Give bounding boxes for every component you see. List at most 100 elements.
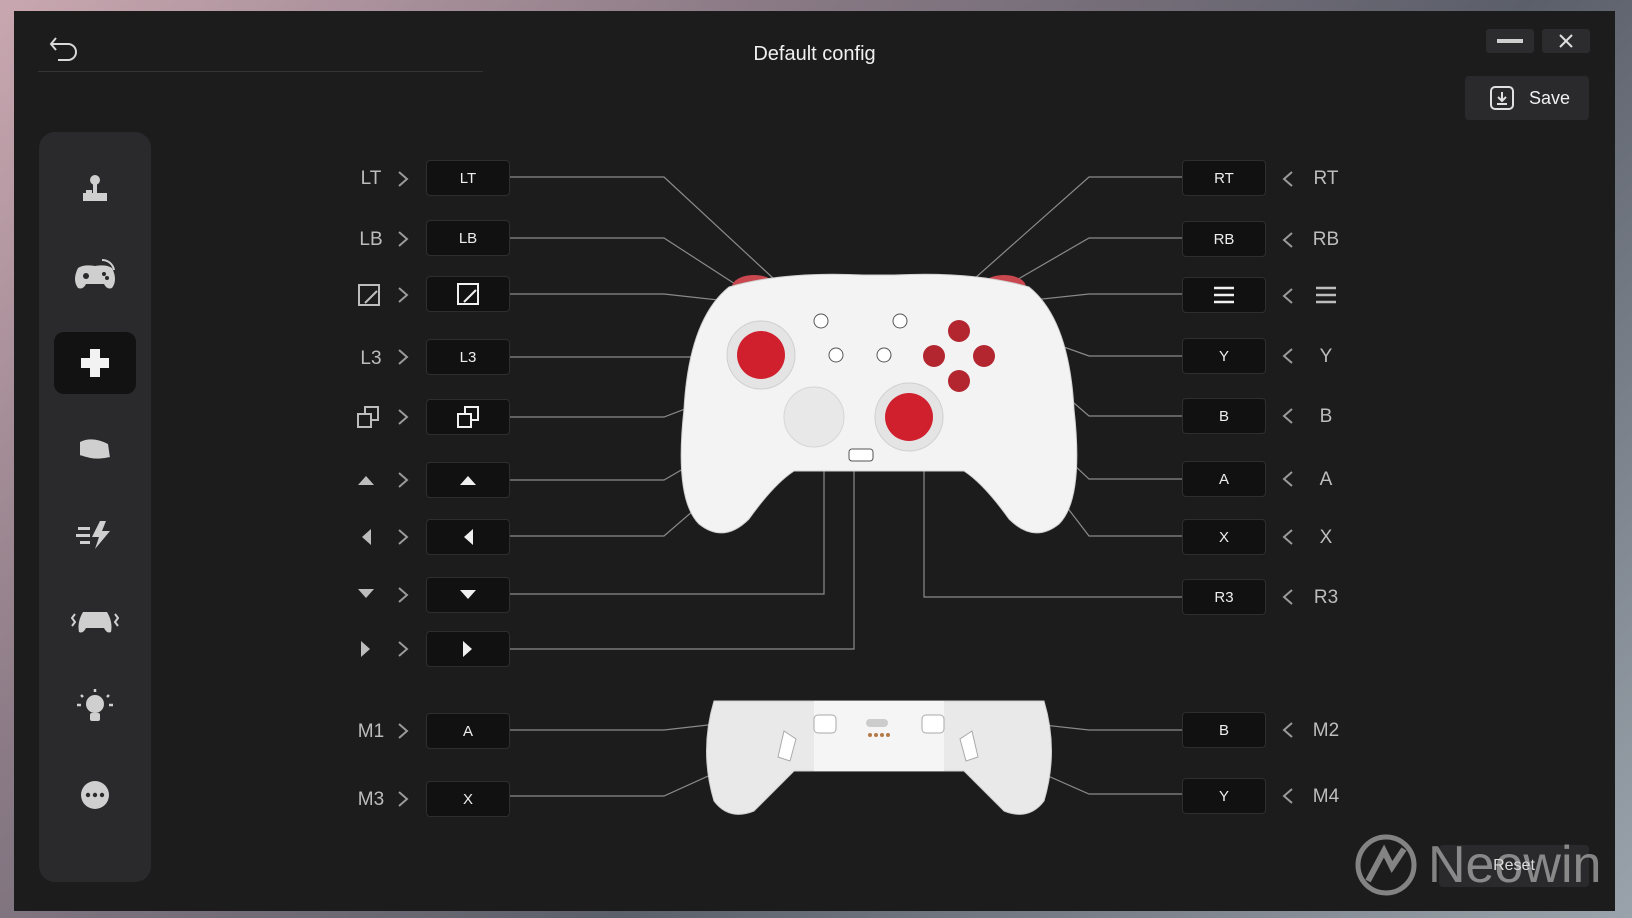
dpad-right-icon bbox=[463, 641, 472, 657]
gamepad-turbo-icon bbox=[75, 258, 115, 289]
chevron-right-icon bbox=[398, 231, 409, 247]
more-icon bbox=[81, 781, 109, 809]
rt-source-label: RT bbox=[1313, 168, 1339, 189]
view-mapping-button[interactable] bbox=[426, 276, 510, 312]
neowin-logo-icon bbox=[1355, 834, 1417, 896]
rb-mapping-button[interactable]: RB bbox=[1182, 221, 1266, 257]
menu-lines-icon bbox=[1316, 286, 1336, 304]
save-download-icon bbox=[1490, 86, 1514, 110]
chevron-left-icon bbox=[1282, 589, 1293, 605]
save-button[interactable]: Save bbox=[1465, 76, 1589, 120]
page-title: Default config bbox=[753, 43, 876, 65]
lt-mapping-button[interactable]: LT bbox=[426, 160, 510, 196]
dpad-icon bbox=[81, 349, 109, 377]
dpad-left-mapping-button[interactable] bbox=[426, 519, 510, 555]
chevron-right-icon bbox=[398, 791, 409, 807]
sidebar-item-vibration[interactable] bbox=[54, 590, 136, 652]
sidebar-item-trigger[interactable] bbox=[54, 418, 136, 480]
share-button-icon bbox=[357, 406, 379, 428]
m1-source-label: M1 bbox=[357, 721, 385, 742]
m3-mapping-button[interactable]: X bbox=[426, 781, 510, 817]
m3-source-label: M3 bbox=[357, 789, 385, 810]
view-button-icon bbox=[457, 283, 479, 305]
header-divider bbox=[38, 71, 483, 72]
close-button[interactable] bbox=[1542, 29, 1590, 53]
trigger-icon bbox=[79, 439, 111, 461]
share-mapping-button[interactable] bbox=[426, 399, 510, 435]
app-window: Default config Save bbox=[14, 11, 1615, 911]
minimize-icon bbox=[1497, 39, 1523, 43]
dpad-right-mapping-button[interactable] bbox=[426, 631, 510, 667]
chevron-right-icon bbox=[398, 409, 409, 425]
l3-mapping-button[interactable]: L3 bbox=[426, 339, 510, 375]
dpad-down-mapping-button[interactable] bbox=[426, 577, 510, 613]
vibration-icon bbox=[71, 612, 119, 633]
r3-mapping-button[interactable]: R3 bbox=[1182, 579, 1266, 615]
joystick-icon bbox=[83, 175, 107, 201]
sidebar-item-more[interactable] bbox=[54, 764, 136, 826]
controller-front-image bbox=[680, 273, 1078, 534]
rt-mapping-button[interactable]: RT bbox=[1182, 160, 1266, 196]
chevron-right-icon bbox=[398, 641, 409, 657]
dpad-down-icon bbox=[460, 590, 476, 599]
m2-mapping-button[interactable]: B bbox=[1182, 712, 1266, 748]
menu-lines-icon bbox=[1214, 286, 1234, 304]
view-button-icon bbox=[358, 284, 380, 306]
chevron-left-icon bbox=[1282, 788, 1293, 804]
close-icon bbox=[1559, 34, 1573, 48]
menu-mapping-button[interactable] bbox=[1182, 277, 1266, 313]
sidebar-item-joystick[interactable] bbox=[54, 158, 136, 220]
chevron-right-icon bbox=[398, 171, 409, 187]
dpad-left-icon bbox=[362, 529, 371, 545]
chevron-left-icon bbox=[1282, 232, 1293, 248]
sidebar-item-dpad[interactable] bbox=[54, 332, 136, 394]
m4-source-label: M4 bbox=[1312, 786, 1340, 807]
controller-back-image bbox=[706, 700, 1052, 815]
sidebar-item-turbo[interactable] bbox=[54, 504, 136, 566]
m4-mapping-button[interactable]: Y bbox=[1182, 778, 1266, 814]
back-button[interactable] bbox=[46, 31, 82, 67]
b-source-label: B bbox=[1319, 406, 1333, 427]
chevron-left-icon bbox=[1282, 171, 1293, 187]
lt-source-label: LT bbox=[360, 168, 382, 189]
reset-button[interactable]: Reset bbox=[1439, 845, 1589, 887]
chevron-right-icon bbox=[398, 529, 409, 545]
chevron-right-icon bbox=[398, 349, 409, 365]
light-bulb-icon bbox=[77, 689, 113, 721]
y-mapping-button[interactable]: Y bbox=[1182, 338, 1266, 374]
dpad-up-icon bbox=[460, 476, 476, 485]
m1-mapping-button[interactable]: A bbox=[426, 713, 510, 749]
chevron-left-icon bbox=[1282, 288, 1293, 304]
m2-source-label: M2 bbox=[1312, 720, 1340, 741]
rb-source-label: RB bbox=[1312, 229, 1340, 250]
chevron-left-icon bbox=[1282, 471, 1293, 487]
y-source-label: Y bbox=[1319, 346, 1333, 367]
dpad-right-icon bbox=[361, 641, 370, 657]
save-label: Save bbox=[1529, 87, 1571, 108]
chevron-left-icon bbox=[1282, 722, 1293, 738]
x-source-label: X bbox=[1319, 527, 1333, 548]
chevron-left-icon bbox=[1282, 408, 1293, 424]
sidebar-item-gamepad-turbo[interactable] bbox=[54, 244, 136, 306]
chevron-left-icon bbox=[1282, 348, 1293, 364]
dpad-up-mapping-button[interactable] bbox=[426, 462, 510, 498]
dpad-up-icon bbox=[358, 476, 374, 485]
back-arrow-icon bbox=[49, 37, 77, 61]
share-button-icon bbox=[457, 406, 479, 428]
lb-mapping-button[interactable]: LB bbox=[426, 220, 510, 256]
a-mapping-button[interactable]: A bbox=[1182, 461, 1266, 497]
l3-source-label: L3 bbox=[360, 348, 382, 369]
x-mapping-button[interactable]: X bbox=[1182, 519, 1266, 555]
dpad-left-icon bbox=[464, 529, 473, 545]
turbo-bolt-icon bbox=[76, 521, 110, 549]
chevron-right-icon bbox=[398, 723, 409, 739]
chevron-right-icon bbox=[398, 587, 409, 603]
chevron-right-icon bbox=[398, 472, 409, 488]
chevron-left-icon bbox=[1282, 529, 1293, 545]
b-mapping-button[interactable]: B bbox=[1182, 398, 1266, 434]
lb-source-label: LB bbox=[359, 229, 383, 250]
sidebar-item-light[interactable] bbox=[54, 676, 136, 738]
minimize-button[interactable] bbox=[1486, 29, 1534, 53]
a-source-label: A bbox=[1319, 469, 1333, 490]
watermark-text: Neowin bbox=[1428, 836, 1602, 894]
